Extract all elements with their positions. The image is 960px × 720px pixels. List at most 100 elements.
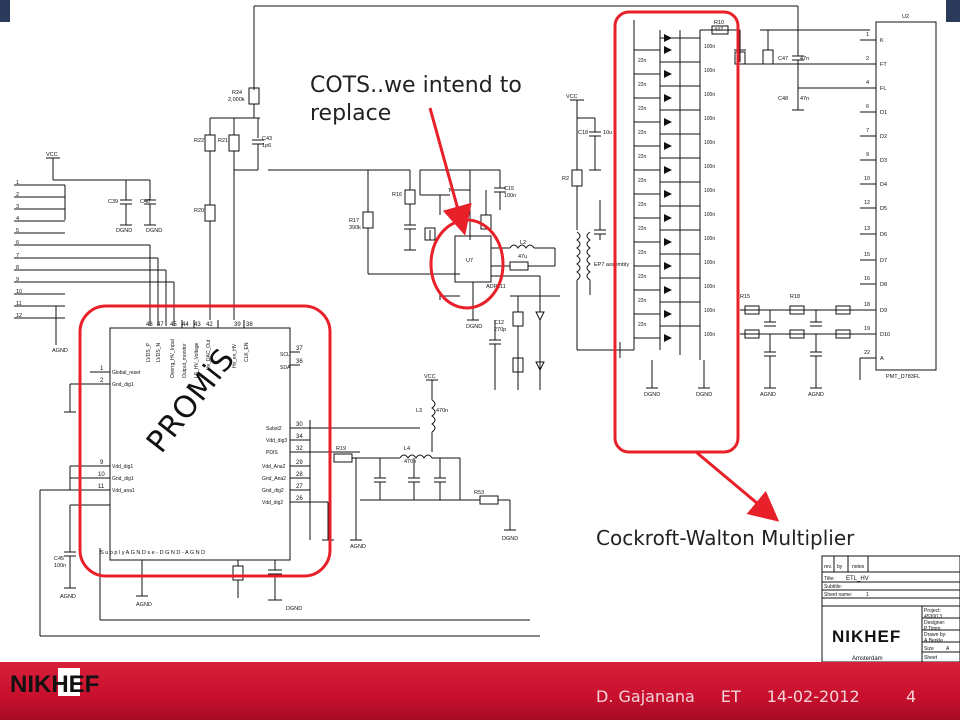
logo-text: NIKHEF bbox=[10, 671, 99, 698]
cockroft-walton-arrow bbox=[695, 450, 780, 522]
label-r24: R24 bbox=[232, 90, 242, 96]
u2-pin: 10 bbox=[864, 176, 870, 182]
u2-pin-name: D5 bbox=[880, 206, 887, 212]
tb-title-value: ETL_HV bbox=[846, 576, 869, 582]
schematic-labels: R24 2,000k R22 R21 C43 1p6 R20 R17 390k … bbox=[46, 14, 920, 612]
label-c15: C15 bbox=[504, 186, 514, 192]
connector-pin: 3 bbox=[16, 204, 19, 210]
promis-pin-left: 10 bbox=[98, 472, 105, 478]
label-r16: R16 bbox=[392, 192, 402, 198]
u2-pin-name: D7 bbox=[880, 258, 887, 264]
tb-sheet-value: 1 bbox=[866, 592, 869, 598]
promis-pin-right: 34 bbox=[296, 434, 303, 440]
promis-pin-top: 39 bbox=[234, 322, 241, 328]
u2-pin-name: FL bbox=[880, 86, 886, 92]
connector-pin: 2 bbox=[16, 192, 19, 198]
promis-pin-name-top: Overrg_HV_Input bbox=[170, 338, 176, 378]
label-r2: R2 bbox=[562, 176, 569, 182]
cap-val: 100n bbox=[704, 236, 715, 242]
u2-pin: 18 bbox=[864, 302, 870, 308]
cap-val: 100n bbox=[704, 284, 715, 290]
cockroft-walton-highlight bbox=[613, 10, 740, 454]
u2-pin: 6 bbox=[866, 104, 869, 110]
label-dgnd-2: DGND bbox=[146, 228, 162, 234]
label-c43-val: 1p6 bbox=[262, 143, 271, 149]
u2-pin: 22 bbox=[864, 350, 870, 356]
promis-pin-name-right: Vdd_dig2 bbox=[262, 500, 283, 506]
cap-val: 100n bbox=[704, 332, 715, 338]
u2-pin: 4 bbox=[866, 80, 869, 86]
promis-pin-right: 28 bbox=[296, 472, 303, 478]
u2-pins: 1 2 4 6 7 9 10 12 13 15 16 18 19 22 K FT… bbox=[864, 32, 890, 362]
connector-pin: 9 bbox=[16, 277, 19, 283]
connector-pin: 6 bbox=[16, 240, 19, 246]
u2-pin: 1 bbox=[866, 32, 869, 38]
label-l4: L4 bbox=[404, 446, 410, 452]
label-c12: C12 bbox=[494, 320, 504, 326]
u2-pin: 15 bbox=[864, 252, 870, 258]
label-r10-val: 447 bbox=[714, 27, 723, 33]
cap-val: 100n bbox=[704, 44, 715, 50]
cap-val: 100n bbox=[704, 212, 715, 218]
promis-pin-left: 11 bbox=[98, 484, 105, 490]
label-vcc-l3: VCC bbox=[424, 374, 436, 380]
promis-pin-top: 48 bbox=[146, 322, 153, 328]
cap-small-val: 22n bbox=[638, 274, 647, 280]
connector-pin: 8 bbox=[16, 265, 19, 271]
cap-val: 100n bbox=[704, 164, 715, 170]
promis-pin-name-right: Vdd_dig3 bbox=[266, 438, 287, 444]
label-agnd-bottom-2: AGND bbox=[136, 602, 152, 608]
cap-val: 100n bbox=[704, 308, 715, 314]
promis-pin-name-top: Hv_DAC_Out bbox=[206, 339, 212, 370]
label-r53: R53 bbox=[474, 490, 484, 496]
u2-pin: 16 bbox=[864, 276, 870, 282]
u2-pin: 12 bbox=[864, 200, 870, 206]
label-c47: C47 bbox=[778, 56, 788, 62]
u2-pin-name: D8 bbox=[880, 282, 887, 288]
label-u7-part: ADP111 bbox=[486, 284, 506, 290]
label-vcc-mid: VCC bbox=[566, 94, 578, 100]
title-block: rev. by notes Title: ETL_HV Subtitle: Sh… bbox=[824, 564, 950, 662]
label-u2-part: PMT_D783FL bbox=[886, 374, 920, 380]
tb-drawn-value: A.Berkle bbox=[924, 638, 943, 644]
cap-small-val: 22n bbox=[638, 154, 647, 160]
label-dgnd-cw2: DGND bbox=[696, 392, 712, 398]
label-agnd-left: AGND bbox=[52, 348, 68, 354]
label-r17: R17 bbox=[349, 218, 359, 224]
cap-small-val: 22n bbox=[638, 130, 647, 136]
promis-pin-name-left: Global_reset bbox=[112, 370, 141, 376]
label-r22: R22 bbox=[194, 138, 204, 144]
label-r21: R21 bbox=[218, 138, 228, 144]
promis-pin-name-left: Gnd_dig1 bbox=[112, 476, 134, 482]
u2-pin: 7 bbox=[866, 128, 869, 134]
promis-pin-name-left: Vdd_ana1 bbox=[112, 488, 135, 494]
label-dgnd-u7: DGND bbox=[466, 324, 482, 330]
u2-pin-name: D10 bbox=[880, 332, 890, 338]
cap-small-val: 22n bbox=[638, 82, 647, 88]
promis-pin-right: 27 bbox=[296, 484, 303, 490]
promis-pins: 48 47 45 44 43 42 39 38 37 36 30 34 32 2… bbox=[98, 322, 303, 556]
promis-pin-name-right: SDA bbox=[280, 365, 291, 371]
promis-pin-top: 47 bbox=[157, 322, 164, 328]
label-l4-val: 470n bbox=[404, 459, 416, 465]
cap-small-val: 22n bbox=[638, 250, 647, 256]
tb-designer-label: Designer: bbox=[924, 620, 945, 626]
cap-small-val: 22n bbox=[638, 58, 647, 64]
cap-val: 100n bbox=[704, 188, 715, 194]
tb-drawn-label: Drawn by: bbox=[924, 632, 947, 638]
promis-pin-name-top: LVDS_N bbox=[156, 343, 162, 362]
cap-val: 100n bbox=[704, 260, 715, 266]
promis-pin-left: 9 bbox=[100, 460, 104, 466]
label-l3: L3 bbox=[416, 408, 422, 414]
label-r18: R18 bbox=[790, 294, 800, 300]
promis-pin-name-top: CLK_EN bbox=[244, 342, 250, 362]
promis-pin-name-top: Output_monitor bbox=[182, 343, 188, 378]
label-r10: R10 bbox=[714, 20, 724, 26]
promis-pin-top: 44 bbox=[182, 322, 189, 328]
promis-pin-top: 45 bbox=[170, 322, 177, 328]
tb-sheet-label: Sheet name: bbox=[824, 592, 852, 598]
label-agnd-cw1: AGND bbox=[760, 392, 776, 398]
label-c45-val: 100n bbox=[54, 563, 66, 569]
u2-pin-name: D6 bbox=[880, 232, 887, 238]
